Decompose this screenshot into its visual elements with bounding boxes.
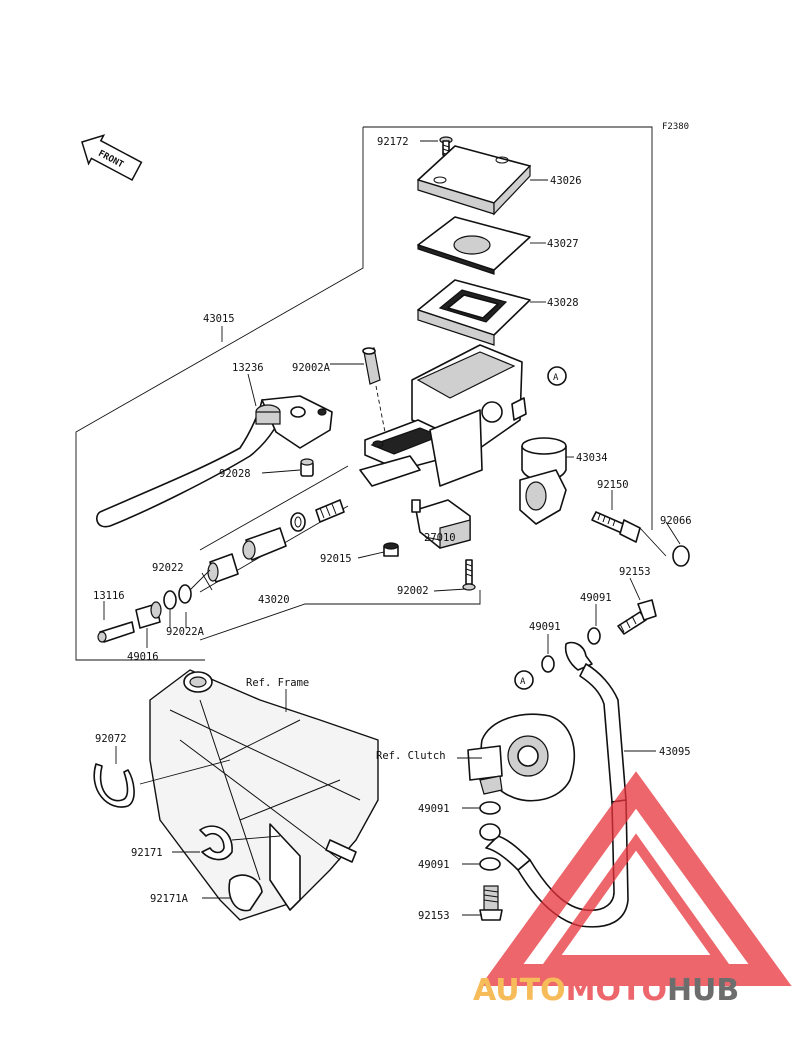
marker-a-bottom: A	[514, 670, 534, 690]
label-92153-bottom: 92153	[418, 910, 450, 922]
frame-structure	[149, 669, 379, 921]
label-92153-top: 92153	[619, 566, 651, 578]
figure-code: F2380	[662, 122, 689, 132]
hose-banjo-lower	[479, 823, 501, 841]
label-43028: 43028	[547, 297, 579, 309]
piston-set-43020	[207, 499, 345, 583]
label-49091-b: 49091	[529, 621, 561, 633]
clip-92171	[199, 825, 233, 861]
label-92171: 92171	[131, 847, 163, 859]
brake-lever-13236	[96, 395, 333, 528]
label-92028: 92028	[219, 468, 251, 480]
label-49091-c: 49091	[418, 803, 450, 815]
label-92171A: 92171A	[150, 893, 189, 905]
bolt-92150	[591, 511, 641, 543]
label-92002A: 92002A	[292, 362, 331, 374]
label-92066: 92066	[660, 515, 692, 527]
brake-hose-43095	[485, 641, 629, 928]
label-13236: 13236	[232, 362, 264, 374]
ring-92022	[163, 590, 177, 610]
master-cylinder-body	[359, 344, 527, 487]
watermark-moto: MOTO	[566, 973, 667, 1008]
marker-a-top: A	[547, 366, 567, 386]
ring-92022A	[178, 584, 192, 604]
watermark-hub: HUB	[667, 973, 739, 1008]
label-13116: 13116	[93, 590, 125, 602]
clutch-cover	[467, 713, 576, 802]
watermark-logo: AUTOMOTOHUB	[473, 771, 792, 1008]
cap-92066	[672, 545, 690, 567]
label-43015: 43015	[203, 313, 235, 325]
label-92150: 92150	[597, 479, 629, 491]
washer-49091-d	[479, 857, 501, 871]
diaphragm-43028	[417, 279, 531, 346]
banjo-bolt-92153-top	[617, 599, 657, 635]
label-27010: 27010	[424, 532, 456, 544]
bushing-92028	[300, 458, 314, 477]
svg-text:AUTOMOTOHUB: AUTOMOTOHUB	[473, 973, 739, 1008]
label-49091-a: 49091	[580, 592, 612, 604]
label-92172: 92172	[377, 136, 409, 148]
pin-13116	[97, 621, 135, 643]
label-ref-frame: Ref. Frame	[246, 677, 309, 689]
reservoir-cap-43026	[417, 145, 531, 216]
switch-27010	[411, 499, 471, 549]
banjo-bolt-92153-bottom	[479, 885, 503, 921]
label-43027: 43027	[547, 238, 579, 250]
clip-92072	[93, 763, 135, 808]
leader-lines	[103, 140, 681, 916]
label-43026: 43026	[550, 175, 582, 187]
label-92022A: 92022A	[166, 626, 205, 638]
washer-49091-c	[479, 801, 501, 815]
nut-92015	[383, 542, 399, 557]
label-43095: 43095	[659, 746, 691, 758]
label-ref-clutch: Ref. Clutch	[376, 750, 446, 762]
label-92072: 92072	[95, 733, 127, 745]
washer-49091-b	[541, 655, 555, 673]
label-43020: 43020	[258, 594, 290, 606]
front-arrow-icon: FRONT	[81, 134, 143, 181]
plate-43027	[417, 216, 531, 275]
label-43034: 43034	[576, 452, 608, 464]
clamp-43034	[519, 437, 567, 525]
screw-92002	[462, 559, 476, 591]
label-92002: 92002	[397, 585, 429, 597]
assembly-43015-outline	[75, 126, 653, 661]
washer-49091-a	[587, 627, 601, 645]
watermark-auto: AUTO	[473, 973, 566, 1008]
label-49016: 49016	[127, 651, 159, 663]
svg-text:A: A	[553, 373, 559, 383]
label-92015: 92015	[320, 553, 352, 565]
screw-92002A	[362, 347, 393, 469]
boot-49016	[135, 601, 162, 629]
svg-text:A: A	[520, 677, 526, 687]
screw-92172	[439, 136, 453, 156]
label-49091-d: 49091	[418, 859, 450, 871]
label-92022: 92022	[152, 562, 184, 574]
